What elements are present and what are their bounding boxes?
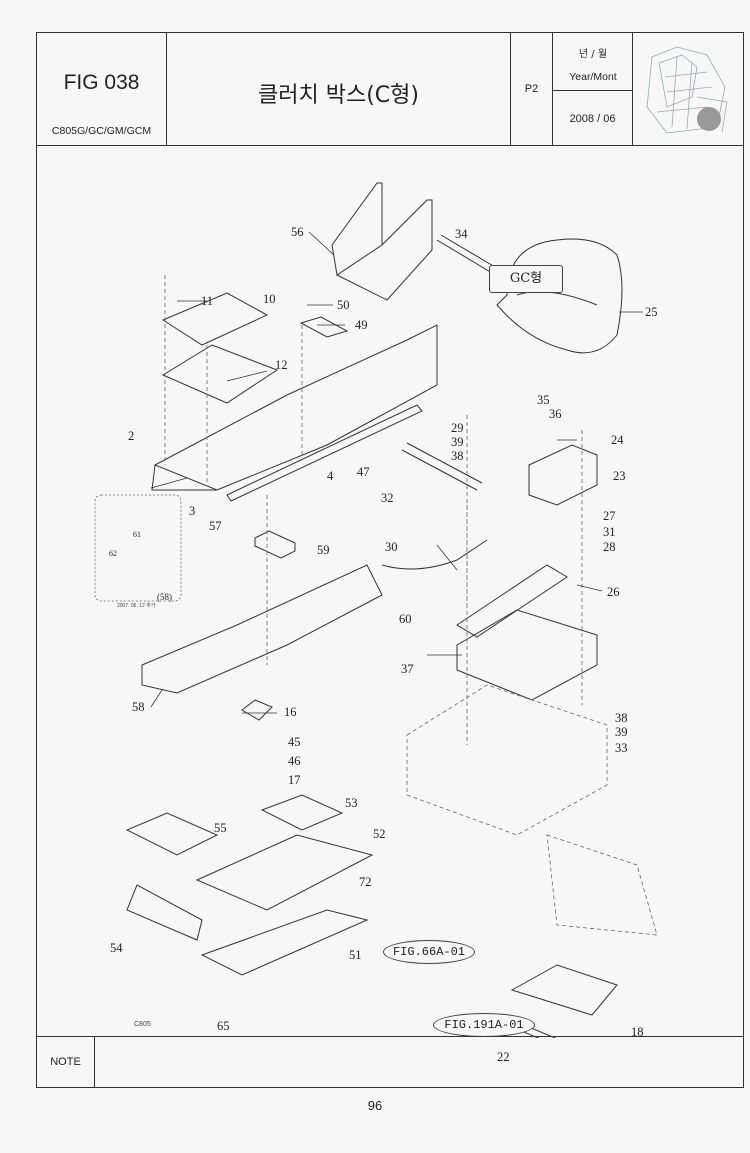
part-label: 31 [603,525,616,539]
part-label: 52 [373,827,386,841]
part-59-shape [254,530,296,559]
part-label: 39 [615,725,628,739]
part-54-shape [126,884,203,941]
part-label: 45 [288,735,301,749]
variant-tag: GC형 [489,265,563,293]
inset-frame [94,494,182,602]
part-55-shape [125,812,219,856]
diagram-linework [94,182,658,1051]
part-label: 26 [607,585,620,599]
year-month-cell: 년 / 월 Year/Mont 2008 / 06 [553,33,633,145]
model-list: C805G/GC/GM/GCM [51,125,152,137]
part-label: 55 [214,821,227,835]
drawing-code: C805 [134,1021,151,1028]
part-34-shape [436,234,496,274]
part-label: 18 [631,1025,644,1039]
part-10-shape [161,292,269,346]
part-label: 54 [110,941,123,955]
part-label: 72 [359,875,372,889]
combine-harvester-thumbnail-icon [646,46,728,134]
year-month-label-ko: 년 / 월 [578,49,608,60]
part-56-shape [331,182,433,301]
part-label: 16 [284,705,297,719]
year-month-label-en: Year/Mont [569,71,617,83]
page-number: 96 [367,1098,383,1113]
part-label: 62 [109,549,117,558]
part-58-shape [141,564,383,694]
part-label: 65 [217,1019,230,1033]
part-53-shape [260,794,344,831]
part-label: 35 [537,393,550,407]
part-label: 2 [128,429,135,443]
part-label: 46 [288,754,301,768]
part-18-shape [510,964,618,1016]
part-16-shape [241,699,273,721]
part-label: 32 [381,491,394,505]
part-label: 12 [275,358,288,372]
part-label: 51 [349,948,362,962]
inset-date: 2007. 06. 12 추가 [117,603,156,609]
part-label: 4 [327,469,334,483]
part-label: 39 [451,435,464,449]
part-label: 27 [603,509,616,523]
part-label: 22 [497,1050,510,1064]
part-label: 28 [603,540,616,554]
part-57-shape [226,404,423,502]
part-label: 29 [451,421,464,435]
part-23-shape [528,444,598,506]
part-25-shape [496,238,623,354]
reference-fig191[interactable]: FIG.191A-01 [433,1013,535,1037]
part-label: 60 [399,612,412,626]
part-label: 50 [337,298,350,312]
page-code-cell: P2 [511,33,553,145]
part-label: 57 [209,519,222,533]
part-label: 58 [132,700,145,714]
part-label: 24 [611,433,624,447]
title-cell: 클러치 박스(C형) [167,33,511,145]
figure-number: FIG 038 [63,71,140,94]
part-label: 30 [385,540,398,554]
thumbnail-cell [633,33,743,145]
part-label: 34 [455,227,468,241]
part-label: 3 [189,504,196,518]
part-label: 37 [401,662,414,676]
part-label: 56 [291,225,304,239]
part-49-shape [299,316,349,338]
part-label: 17 [288,773,301,787]
part-32-shape [401,442,483,491]
part-label: 38 [615,711,628,725]
part-30-shape [381,539,488,570]
part-3-shape [151,324,438,491]
part-label: 53 [345,796,358,810]
part-label: 59 [317,543,330,557]
title-block: FIG 038 C805G/GC/GM/GCM 클러치 박스(C형) P2 년 … [37,33,743,146]
part-label: 49 [355,318,368,332]
inset-ref: (58) [157,592,172,602]
part-label: 23 [613,469,626,483]
reference-fig66[interactable]: FIG.66A-01 [383,940,475,964]
ref-fig191-outline [546,834,658,936]
note-row: NOTE [37,1036,743,1087]
figure-cell: FIG 038 C805G/GC/GM/GCM [37,33,167,145]
part-label: 33 [615,741,628,755]
note-label: NOTE [37,1037,95,1087]
parts-sheet-frame: FIG 038 C805G/GC/GM/GCM 클러치 박스(C형) P2 년 … [36,32,744,1088]
part-label: 11 [201,294,214,308]
part-label: 10 [263,292,276,306]
part-52-shape [195,834,374,911]
page-title: 클러치 박스(C형) [258,83,419,108]
part-12-shape [161,344,279,404]
revision-date: 2008 / 06 [569,113,616,125]
part-label: 47 [357,465,370,479]
part-label: 25 [645,305,658,319]
part-label: 61 [133,530,141,539]
part-label: 36 [549,407,562,421]
part-26-shape [456,564,568,638]
part-51-shape [200,909,369,976]
ref-fig66-outline [406,684,608,836]
part-37-shape [456,609,598,701]
exploded-parts-diagram: GC형 FIG.66A-01 FIG.191A-01 C805 2007. 06… [37,145,743,1064]
part-label: 38 [451,449,464,463]
page-code: P2 [524,83,539,95]
